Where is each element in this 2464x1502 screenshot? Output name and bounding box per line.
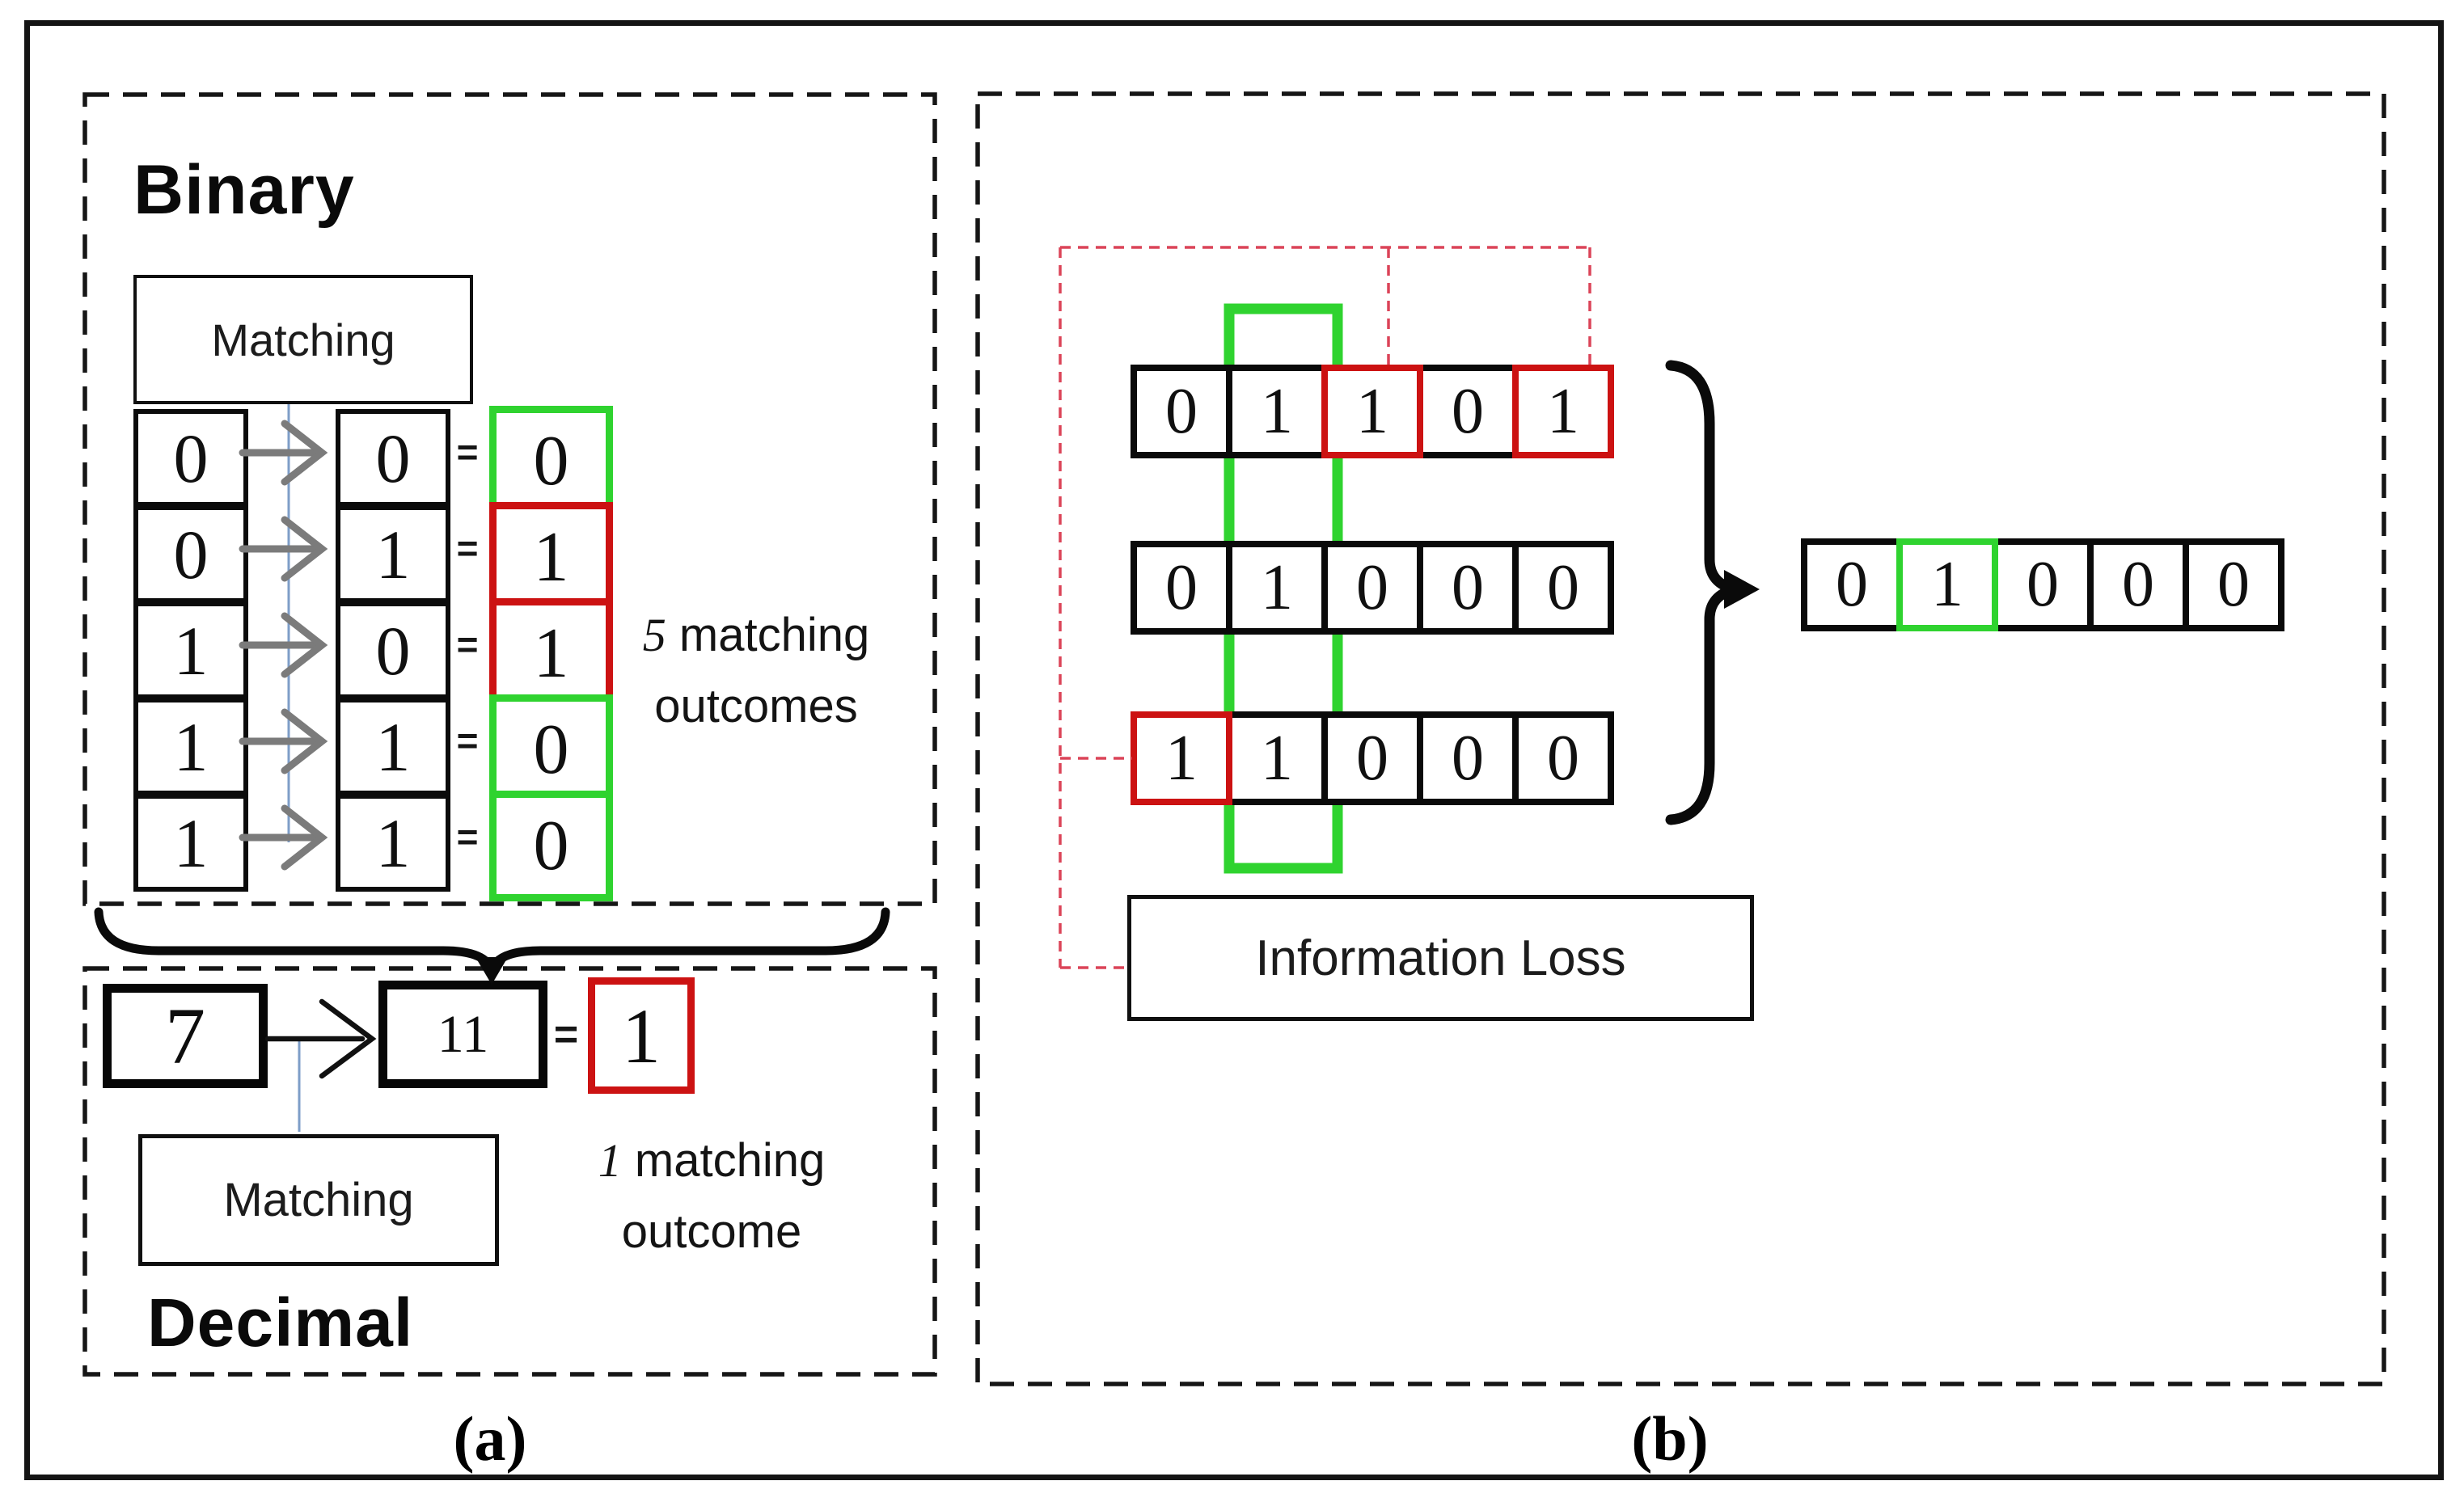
binary-outcome-cell-match: 0 <box>489 406 613 517</box>
decimal-note-number: 1 <box>598 1134 622 1187</box>
binary-source-cell: 0 <box>133 409 248 507</box>
bit-row-2: 0 1 0 0 0 <box>1131 541 1614 635</box>
binary-outcome-cell-match: 0 <box>489 694 613 805</box>
binary-target-cell: 0 <box>336 601 450 699</box>
equals-sign: = <box>456 816 479 858</box>
bit-cell-kept: 1 <box>1896 538 1998 631</box>
panel-b-caption: (b) <box>1631 1403 1709 1474</box>
bit-cell-loss: 1 <box>1321 365 1423 458</box>
equals-sign: = <box>456 527 479 569</box>
bit-cell: 0 <box>2183 538 2284 631</box>
bit-cell: 0 <box>1512 541 1614 635</box>
binary-outcomes-note: 5 matching outcomes <box>611 600 902 742</box>
binary-heading: Binary <box>133 151 355 229</box>
decimal-note-word2: outcome <box>621 1205 802 1258</box>
binary-source-cell: 1 <box>133 698 248 795</box>
bit-row-1: 0 1 1 0 1 <box>1131 365 1614 458</box>
information-loss-label: Information Loss <box>1255 930 1626 986</box>
decimal-matching-box: Matching <box>138 1134 499 1266</box>
bit-row-3: 1 1 0 0 0 <box>1131 711 1614 805</box>
decimal-heading: Decimal <box>147 1285 414 1361</box>
bit-cell: 1 <box>1226 365 1328 458</box>
binary-note-word: matching <box>678 609 870 661</box>
bit-cell: 0 <box>1131 365 1232 458</box>
binary-target-cell: 1 <box>336 794 450 892</box>
equals-sign: = <box>456 623 479 665</box>
decimal-outcome-box-mismatch: 1 <box>588 977 695 1094</box>
decimal-target-box: 11 <box>378 981 547 1088</box>
bit-cell: 1 <box>1226 711 1328 805</box>
bit-cell: 0 <box>1992 538 2094 631</box>
binary-outcome-cell-match: 0 <box>489 791 613 901</box>
binary-target-cell: 1 <box>336 698 450 795</box>
equals-sign: = <box>456 719 479 762</box>
information-loss-box: Information Loss <box>1127 895 1754 1021</box>
decimal-outcome-note: 1 matching outcome <box>566 1125 857 1268</box>
decimal-note-word: matching <box>634 1134 826 1187</box>
binary-source-cell: 1 <box>133 601 248 699</box>
decimal-source-box: 7 <box>103 984 268 1088</box>
bit-cell: 0 <box>1512 711 1614 805</box>
result-bit-row: 0 1 0 0 0 <box>1801 538 2284 631</box>
bit-cell: 0 <box>1417 541 1519 635</box>
bit-cell: 0 <box>1131 541 1232 635</box>
bit-cell: 0 <box>1417 365 1519 458</box>
bit-cell-loss: 1 <box>1512 365 1614 458</box>
decimal-matching-label: Matching <box>223 1174 414 1226</box>
binary-matching-box: Matching <box>133 275 473 404</box>
binary-note-number: 5 <box>642 609 666 661</box>
bit-cell: 1 <box>1226 541 1328 635</box>
binary-matching-label: Matching <box>211 314 395 365</box>
bit-cell: 0 <box>2087 538 2189 631</box>
binary-target-cell: 1 <box>336 505 450 603</box>
binary-outcome-cell-mismatch: 1 <box>489 502 613 613</box>
bit-cell: 0 <box>1321 711 1423 805</box>
binary-outcome-cell-mismatch: 1 <box>489 598 613 709</box>
binary-source-cell: 1 <box>133 794 248 892</box>
bit-cell-loss: 1 <box>1131 711 1232 805</box>
bit-cell: 0 <box>1801 538 1903 631</box>
equals-sign: = <box>553 1011 579 1058</box>
bit-cell: 0 <box>1321 541 1423 635</box>
binary-source-cell: 0 <box>133 505 248 603</box>
panel-a-caption: (a) <box>453 1403 527 1474</box>
equals-sign: = <box>456 431 479 473</box>
binary-target-cell: 0 <box>336 409 450 507</box>
figure-border <box>24 20 2444 1480</box>
bit-cell: 0 <box>1417 711 1519 805</box>
binary-note-word2: outcomes <box>654 680 858 732</box>
